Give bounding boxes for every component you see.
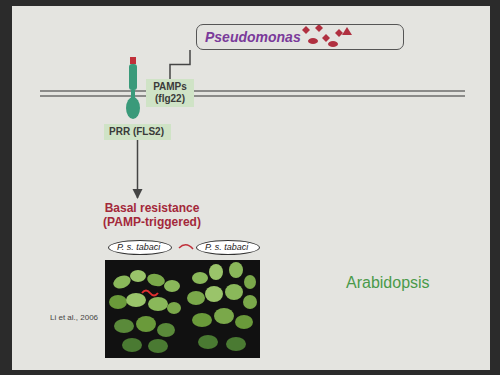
- receptor-box: PRR (FLS2): [104, 124, 171, 140]
- treatment-tag: P. s. tabaci: [108, 240, 172, 255]
- leaf: [136, 316, 156, 332]
- leaf: [148, 339, 168, 353]
- treatment-tag: P. s. tabaci: [196, 240, 260, 255]
- leaf: [225, 284, 243, 300]
- pamp-box: PAMPs (flg22): [146, 79, 194, 107]
- node-text: P. s. tabaci: [205, 242, 251, 253]
- bacteria-group: [302, 24, 352, 47]
- receptor-body: [126, 97, 140, 119]
- bacterium: [335, 29, 343, 37]
- pathogen-box: Pseudomonas: [196, 24, 404, 50]
- slide-background: [12, 6, 490, 370]
- leaf: [148, 297, 168, 311]
- leaf: [192, 272, 208, 284]
- symptom-mark: [142, 291, 158, 296]
- membrane-line: [40, 90, 465, 91]
- bacterium: [315, 24, 323, 32]
- leaf: [109, 295, 127, 309]
- leaf: [244, 275, 256, 289]
- node-text: PAMPs (flg22): [148, 81, 192, 105]
- bacterium: [308, 38, 318, 44]
- leaf: [243, 295, 257, 309]
- leaf: [122, 338, 142, 352]
- node-text: PRR (FLS2): [109, 126, 166, 138]
- leaf: [198, 335, 218, 349]
- leaf: [111, 273, 132, 290]
- leaf: [164, 280, 180, 292]
- receptor-body: [129, 64, 137, 90]
- leaf: [209, 264, 223, 280]
- signal-arrow: [137, 140, 139, 198]
- citation: Li et al., 2006: [50, 313, 98, 322]
- annotation-curve: [179, 245, 193, 249]
- leaf: [126, 293, 146, 307]
- plants-right: [187, 262, 257, 351]
- leaf: [192, 313, 212, 327]
- leaf: [214, 308, 234, 324]
- leaf: [205, 286, 223, 302]
- node-text: Pseudomonas: [205, 28, 395, 46]
- bacterium: [322, 34, 330, 42]
- leaf: [187, 291, 205, 305]
- bacterium: [302, 26, 310, 34]
- organism-label: Arabidopsis: [346, 274, 430, 292]
- bacterium: [342, 27, 352, 35]
- leaf: [146, 272, 166, 288]
- leaf: [226, 337, 246, 351]
- leaf: [167, 302, 181, 314]
- node-text: Basal resistance (PAMP-triggered): [98, 201, 206, 229]
- plant-photo: [105, 260, 260, 358]
- plants-left: [109, 270, 181, 353]
- leaf: [157, 323, 175, 337]
- membrane-line: [40, 95, 465, 96]
- node-text: P. s. tabaci: [117, 242, 163, 253]
- leaf: [229, 262, 243, 278]
- leaf: [114, 319, 134, 333]
- leaf: [130, 270, 146, 282]
- leaf: [235, 315, 253, 329]
- receptor-body: [131, 90, 135, 98]
- receptor-tip: [130, 57, 136, 64]
- response-label: Basal resistance (PAMP-triggered): [96, 198, 208, 232]
- signal-arrow: [170, 50, 190, 79]
- bacterium: [328, 41, 338, 47]
